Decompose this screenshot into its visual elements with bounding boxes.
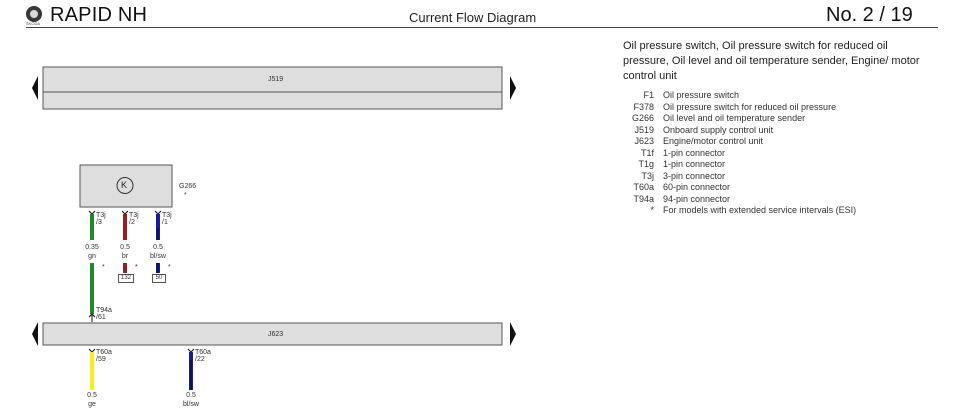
legend-row: F378 Oil pressure switch for reduced oil … — [619, 102, 856, 114]
brand-small-text: ŠKODA — [26, 21, 41, 26]
g266-label: G266 — [179, 183, 197, 190]
j623-left-arrow-icon[interactable] — [32, 322, 38, 346]
pin-label: T3j/2 — [129, 212, 139, 226]
legend-text: Oil pressure switch for reduced oil pres… — [663, 101, 837, 112]
diagram-description: Oil pressure switch, Oil pressure switch… — [623, 40, 920, 82]
legend-row: G266 Oil level and oil temperature sender — [619, 113, 856, 125]
legend-code: F378 — [633, 101, 654, 112]
header-divider — [26, 27, 938, 28]
legend-code: F1 — [643, 90, 654, 100]
legend-row: F1 Oil pressure switch — [619, 90, 856, 102]
legend-text: Engine/motor control unit — [663, 136, 764, 146]
legend-code: T3j — [641, 170, 654, 181]
page-number: No. 2 / 19 — [826, 4, 913, 26]
j623-control-unit — [42, 322, 503, 346]
g266-sender-box — [79, 164, 173, 208]
legend-row: T1f 1-pin connector — [619, 148, 856, 160]
legend-text: Oil level and oil temperature sender — [663, 113, 806, 123]
legend-code: T1f — [640, 147, 654, 158]
document-type: Current Flow Diagram — [409, 10, 537, 25]
skoda-logo-icon — [26, 6, 42, 22]
legend-text: 3-pin connector — [663, 170, 726, 181]
t94a-pin-label: T94a/61 — [96, 307, 112, 321]
pin-label: T3j/3 — [96, 212, 106, 226]
legend-code: T60a — [633, 182, 654, 192]
pin-label: T3j/1 — [162, 212, 172, 226]
legend-row: J519 Onboard supply control unit — [619, 125, 856, 137]
legend-row: T60a 60-pin connector — [619, 182, 856, 194]
legend-text: Oil pressure switch — [663, 90, 740, 100]
legend-code: J519 — [634, 124, 654, 135]
legend-text: Onboard supply control unit — [663, 124, 774, 135]
g266-symbol: K — [121, 180, 128, 190]
j519-left-arrow-icon[interactable] — [32, 76, 38, 100]
j623-label: J623 — [268, 331, 284, 338]
esi-star: * — [135, 264, 138, 271]
j519-label: J519 — [268, 76, 284, 83]
page-title: RAPID NH — [50, 4, 148, 26]
pin-label: T60a/59 — [96, 349, 112, 363]
legend-row: * For models with extended service interv… — [619, 205, 856, 217]
legend-row: T1g 1-pin connector — [619, 159, 856, 171]
legend-code: T94a — [633, 193, 654, 204]
legend-row: T3j 3-pin connector — [619, 171, 856, 183]
legend-text: 94-pin connector — [663, 193, 731, 204]
legend-text: 60-pin connector — [663, 182, 731, 192]
pin-label: T60a/22 — [195, 349, 211, 363]
legend-text: 1-pin connector — [663, 159, 726, 169]
legend-code: * — [650, 205, 654, 215]
continuation-ref[interactable]: 132 — [118, 274, 134, 283]
legend-code: G266 — [631, 113, 654, 123]
legend-row: J623 Engine/motor control unit — [619, 136, 856, 148]
j623-right-arrow-icon[interactable] — [510, 322, 516, 346]
legend-text: 1-pin connector — [663, 147, 726, 158]
continuation-ref[interactable]: 50 — [152, 274, 166, 283]
g266-star: * — [184, 192, 187, 199]
legend-text: For models with extended service interva… — [663, 205, 857, 215]
wiring-diagram — [32, 66, 516, 390]
j519-right-arrow-icon[interactable] — [510, 76, 516, 100]
esi-star: * — [102, 264, 105, 271]
esi-star: * — [168, 264, 171, 271]
legend-code: T1g — [638, 159, 654, 169]
legend-row: T94a 94-pin connector — [619, 194, 856, 206]
j519-control-unit — [42, 66, 503, 110]
legend-code: J623 — [634, 136, 654, 146]
